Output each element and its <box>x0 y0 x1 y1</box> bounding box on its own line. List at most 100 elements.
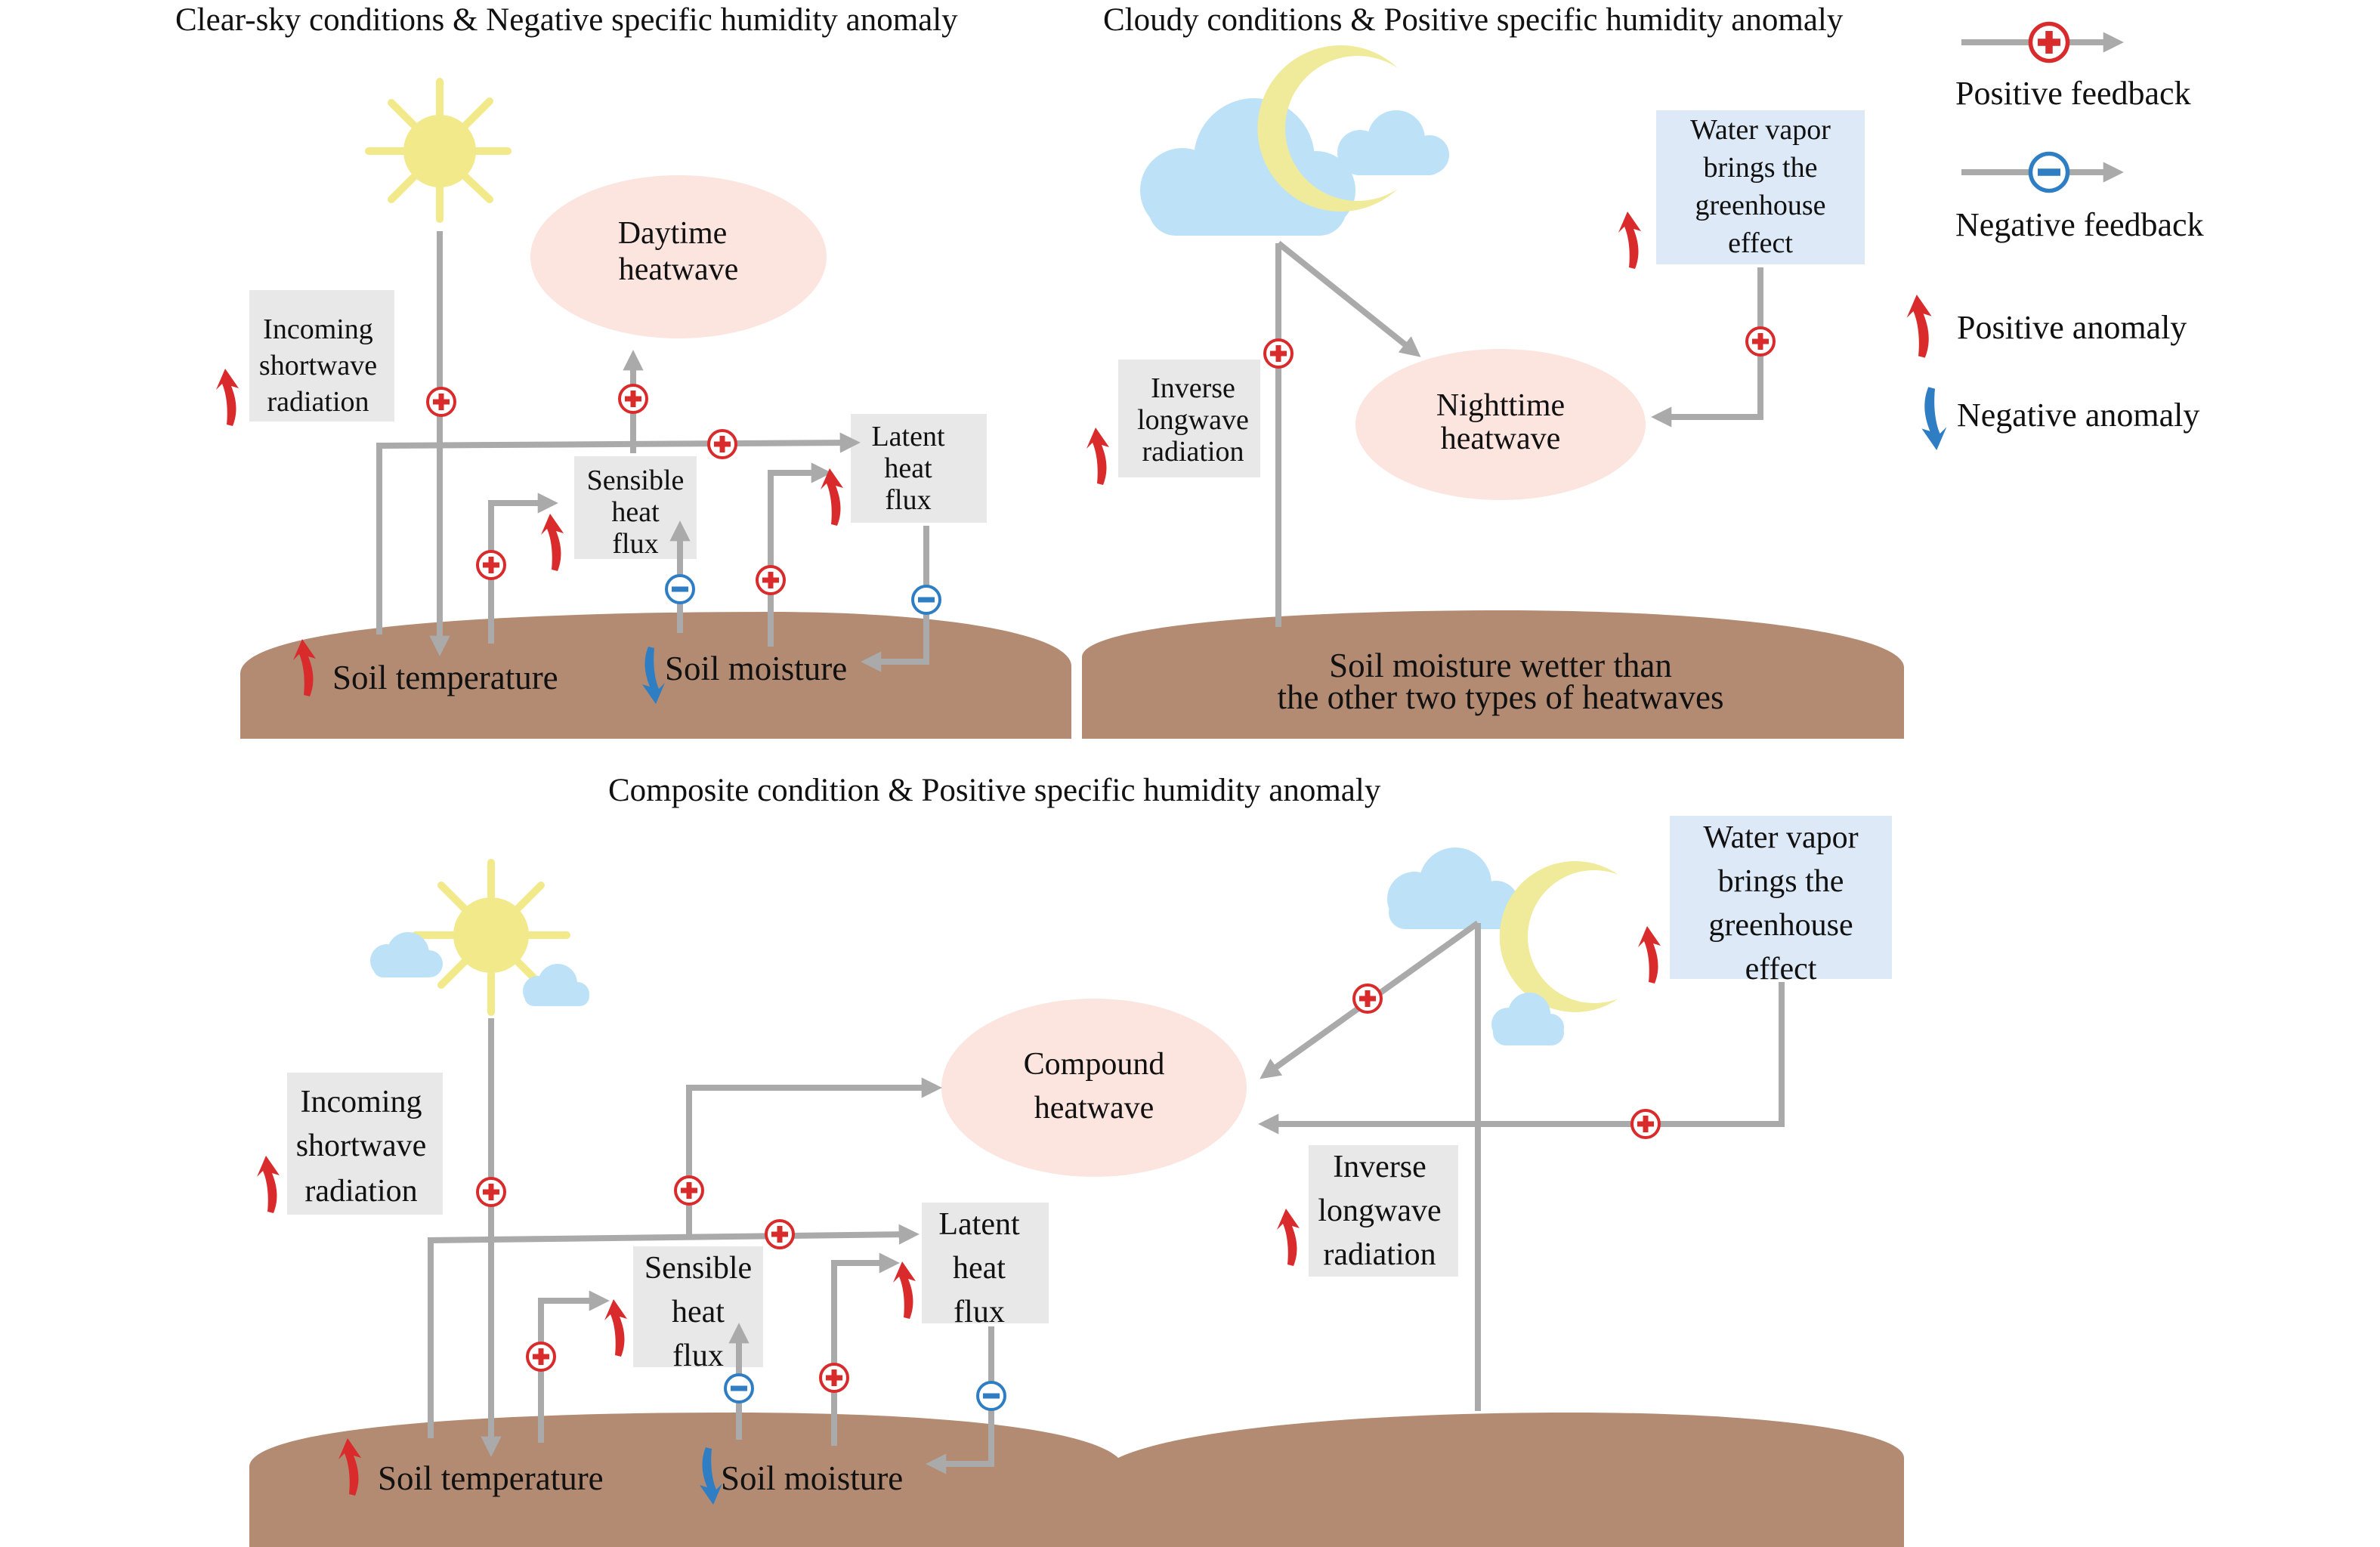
panel-title-clear-sky: Clear-sky conditions & Negative specific… <box>175 2 958 38</box>
inverse-longwave-box <box>1118 360 1260 477</box>
latent-heat-flux-box <box>851 414 987 523</box>
moon-icon <box>1257 45 1398 212</box>
cloud-icon <box>1140 98 1355 236</box>
positive-anomaly-icon <box>1638 926 1661 983</box>
soil-temperature-label: Soil temperature <box>332 659 558 696</box>
legend-positive-anomaly-label: Positive anomaly <box>1957 309 2187 346</box>
negative-feedback-icon <box>724 1373 754 1403</box>
heatwave-label: heatwave <box>619 252 739 287</box>
sensible-heat-flux-box <box>574 456 697 559</box>
legend-negative-anomaly-label: Negative anomaly <box>1957 397 2199 434</box>
inverse-longwave-label: Inverse <box>1333 1150 1426 1184</box>
positive-feedback-icon <box>707 429 737 459</box>
positive-feedback-icon <box>1263 338 1294 369</box>
latent-heat-flux-label: heat <box>884 452 932 484</box>
latent-heat-flux-label: Latent <box>871 421 945 452</box>
cloud-icon <box>523 964 589 1006</box>
latent-heat-flux-label: flux <box>954 1295 1005 1329</box>
legend-positive-feedback-label: Positive feedback <box>1955 75 2191 112</box>
incoming-shortwave-label: Incoming <box>301 1085 422 1119</box>
incoming-shortwave-label: radiation <box>267 386 369 418</box>
water-vapor-label: effect <box>1728 227 1793 259</box>
soil-temperature-label: Soil temperature <box>378 1459 604 1497</box>
sun-icon <box>365 78 512 223</box>
positive-feedback-icon <box>618 384 648 414</box>
soil-moisture-label: Soil moisture <box>665 650 847 687</box>
positive-feedback-icon <box>1630 1109 1661 1139</box>
positive-feedback-icon <box>765 1219 795 1249</box>
latent-heat-flux-label: heat <box>953 1251 1006 1286</box>
positive-feedback-icon <box>756 565 786 595</box>
positive-anomaly-icon <box>1618 212 1641 269</box>
soil-note-label: Soil moisture wetter than <box>1329 647 1672 684</box>
inverse-longwave-label: Inverse <box>1151 372 1235 404</box>
feedback-arrow <box>1276 240 1421 357</box>
negative-anomaly-icon <box>1921 387 1947 450</box>
feedback-arrow <box>1651 267 1763 428</box>
latent-heat-flux-label: Latent <box>938 1207 1020 1242</box>
positive-anomaly-icon <box>1277 1209 1300 1266</box>
incoming-shortwave-label: shortwave <box>296 1129 427 1163</box>
feedback-arrow <box>488 493 558 644</box>
heatwave-oval <box>1355 349 1646 500</box>
heatwave-label: heatwave <box>1441 421 1561 456</box>
sun-icon <box>412 859 570 1016</box>
cloud-icon <box>1491 993 1564 1045</box>
moon-icon <box>1499 860 1618 1012</box>
positive-anomaly-icon <box>541 514 564 571</box>
positive-feedback-icon <box>476 1177 506 1207</box>
positive-feedback-icon <box>526 1342 556 1372</box>
water-vapor-box <box>1656 110 1865 264</box>
heatwave-label: Compound <box>1024 1047 1165 1082</box>
inverse-longwave-label: radiation <box>1142 436 1244 468</box>
negative-feedback-icon <box>976 1381 1006 1411</box>
water-vapor-label: Water vapor <box>1703 820 1858 855</box>
negative-feedback-icon <box>2030 153 2067 190</box>
water-vapor-label: effect <box>1745 952 1817 987</box>
soil-ground <box>249 1413 1904 1547</box>
positive-feedback-icon <box>1745 326 1776 357</box>
water-vapor-label: greenhouse <box>1695 190 1825 221</box>
panel-title-cloudy: Cloudy conditions & Positive specific hu… <box>1103 2 1844 38</box>
feedback-arrow <box>428 1224 920 1438</box>
sensible-heat-flux-label: heat <box>611 496 660 528</box>
sensible-heat-flux-label: flux <box>672 1339 724 1373</box>
inverse-longwave-label: longwave <box>1318 1193 1441 1228</box>
positive-anomaly-icon <box>257 1156 280 1213</box>
negative-feedback-icon <box>665 574 695 604</box>
panel-title-composite: Composite condition & Positive specific … <box>608 773 1381 808</box>
feedback-arrow <box>926 1326 994 1474</box>
incoming-shortwave-box <box>249 290 394 421</box>
positive-feedback-icon <box>476 550 506 580</box>
latent-heat-flux-box <box>922 1203 1049 1323</box>
soil-moisture-label: Soil moisture <box>721 1459 903 1497</box>
positive-anomaly-icon <box>1086 428 1109 485</box>
incoming-shortwave-label: radiation <box>304 1174 417 1209</box>
sensible-heat-flux-label: Sensible <box>587 465 685 496</box>
feedback-arrow <box>538 1290 610 1443</box>
inverse-longwave-label: longwave <box>1137 404 1249 436</box>
legend-negative-feedback-label: Negative feedback <box>1955 206 2204 243</box>
feedback-arrow <box>686 1077 942 1236</box>
heatwave-oval <box>941 999 1247 1177</box>
sensible-heat-flux-label: heat <box>672 1295 725 1329</box>
water-vapor-box <box>1670 816 1892 979</box>
soil-ground <box>1082 610 1904 739</box>
positive-anomaly-icon <box>821 468 843 526</box>
cloud-icon <box>370 932 443 977</box>
heatwave-label: Daytime <box>618 216 728 251</box>
positive-feedback-icon <box>426 387 456 417</box>
feedback-arrow <box>861 526 929 672</box>
cloud-icon <box>1387 848 1519 929</box>
negative-feedback-icon <box>911 585 941 615</box>
water-vapor-label: brings the <box>1704 152 1818 184</box>
incoming-shortwave-label: Incoming <box>263 313 373 345</box>
positive-anomaly-icon <box>1906 295 1932 358</box>
water-vapor-label: brings the <box>1718 864 1844 899</box>
positive-feedback-icon <box>2030 23 2067 60</box>
positive-feedback-icon <box>674 1175 704 1206</box>
latent-heat-flux-label: flux <box>885 484 931 516</box>
inverse-longwave-box <box>1309 1145 1458 1277</box>
incoming-shortwave-box <box>287 1073 443 1215</box>
